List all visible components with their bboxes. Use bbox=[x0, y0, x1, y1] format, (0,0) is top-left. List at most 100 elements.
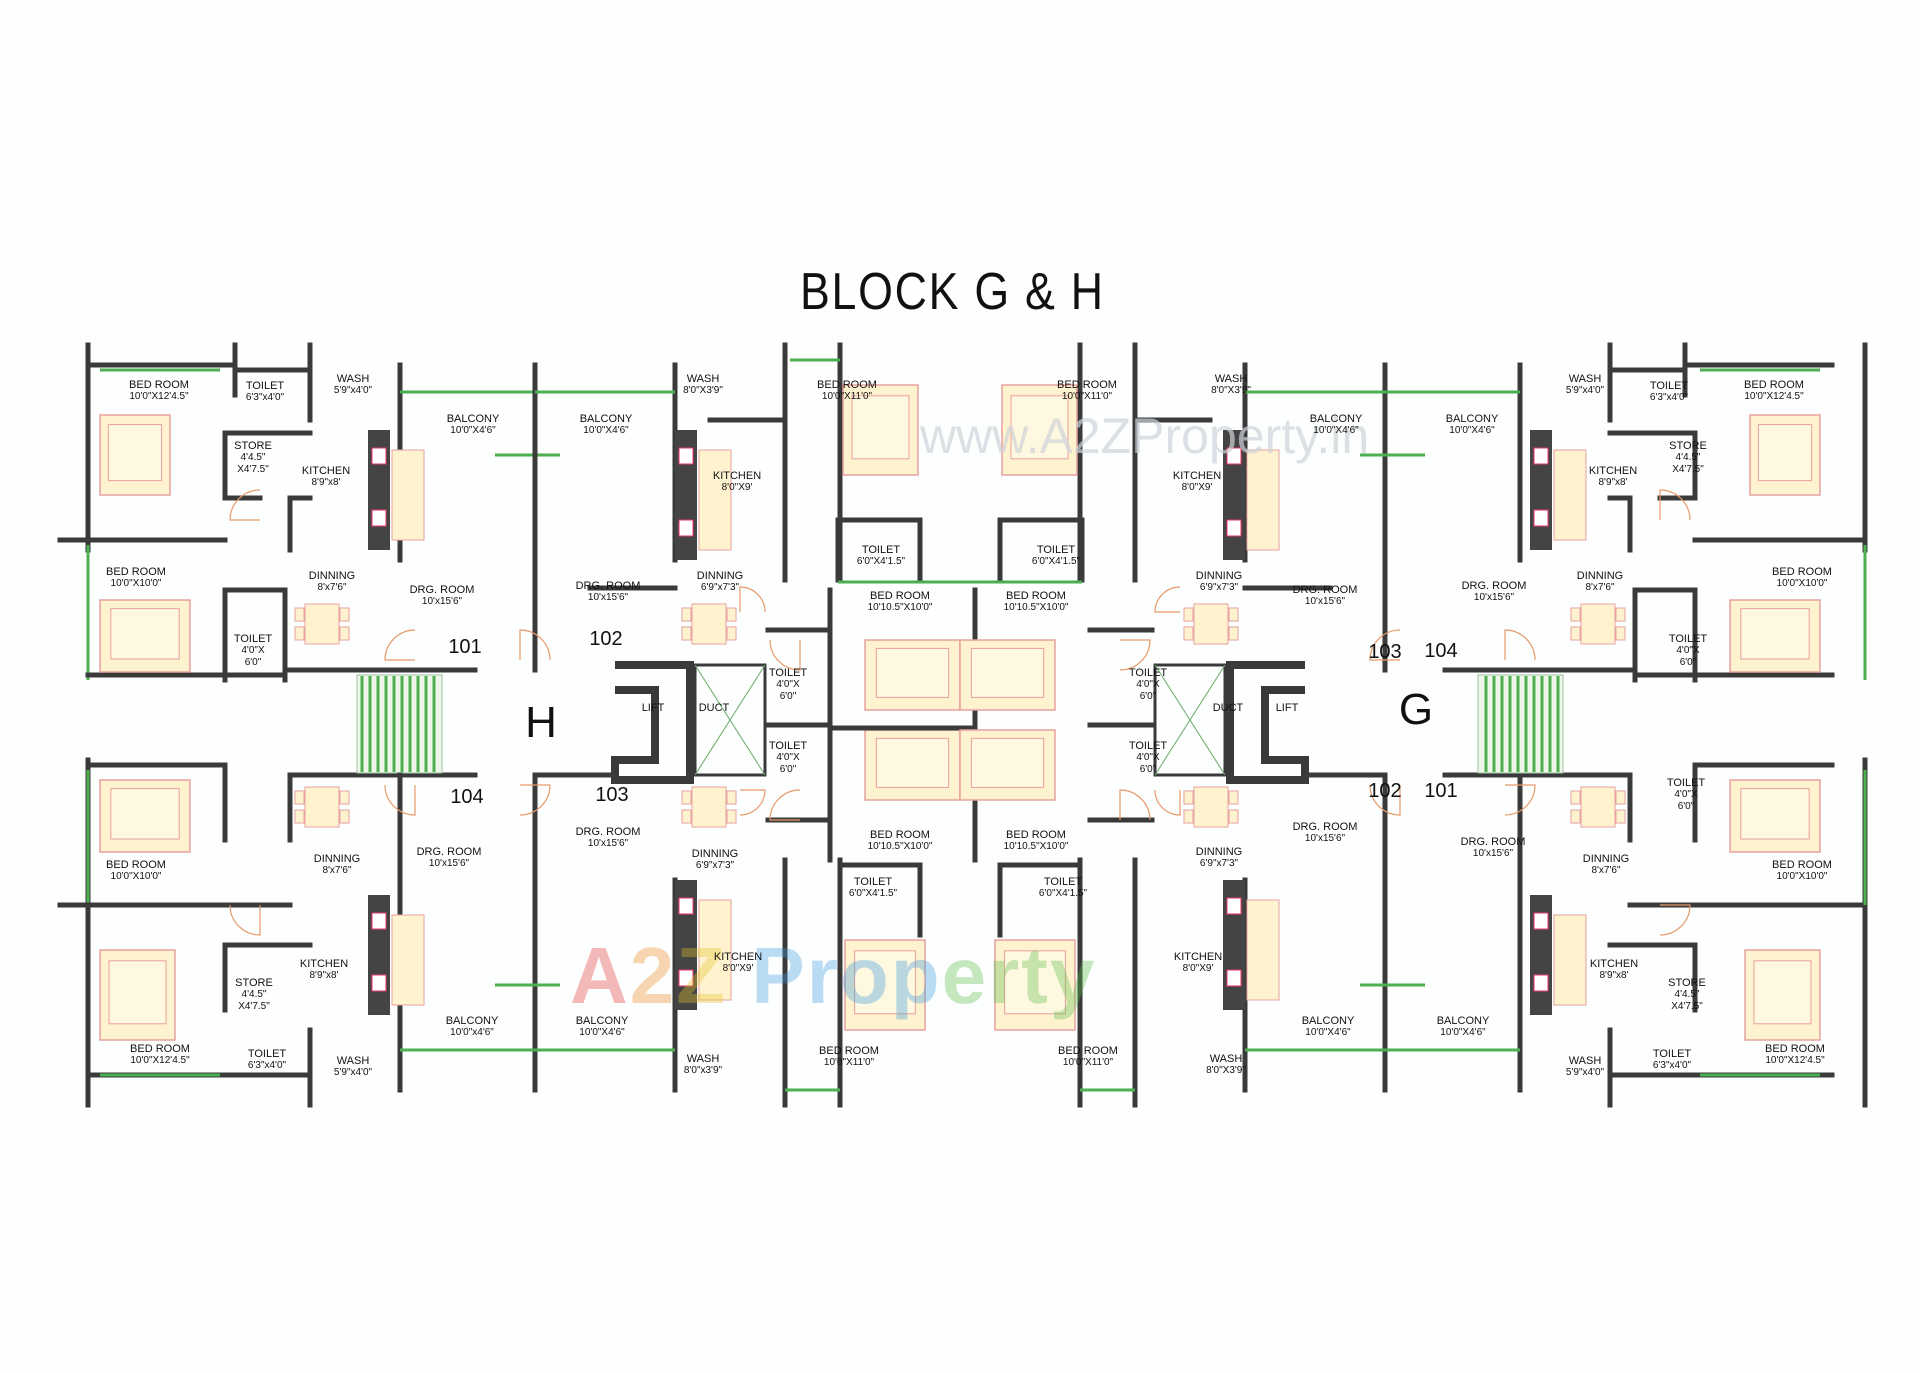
room-name: BED ROOM bbox=[130, 1043, 190, 1055]
room-dimension: 10'0"X11'0" bbox=[1061, 391, 1113, 402]
door-swing bbox=[1119, 789, 1151, 821]
room-dimension: 8'9"x8' bbox=[1599, 970, 1629, 981]
lift-label: LIFT bbox=[1275, 702, 1299, 714]
room-dimension: 4'0"X bbox=[1674, 789, 1698, 800]
chair bbox=[1615, 607, 1626, 622]
stove bbox=[1533, 509, 1549, 527]
room-name: STORE bbox=[235, 977, 273, 989]
room-name: DINNING bbox=[696, 570, 744, 582]
room-name: BED ROOM bbox=[1006, 590, 1066, 602]
room-name: WASH bbox=[686, 1053, 720, 1065]
room-name: TOILET bbox=[853, 876, 893, 888]
room-dimension: 6'0"X4'1.5" bbox=[856, 556, 906, 567]
room-dimension: 10'0"X4'6" bbox=[1305, 1027, 1351, 1038]
room-dimension: 10'0"X12'4.5" bbox=[129, 391, 189, 402]
sink bbox=[1226, 897, 1242, 915]
room-dimension: 10'0"x4'6" bbox=[450, 1027, 494, 1038]
door-swing bbox=[1659, 489, 1691, 521]
duct-cross bbox=[1154, 664, 1226, 776]
chair bbox=[1228, 790, 1239, 805]
room-name: TOILET bbox=[861, 544, 901, 556]
door-swing bbox=[384, 629, 416, 661]
room-dimension: 6'0" bbox=[779, 691, 797, 702]
room-name: DRG. ROOM bbox=[575, 826, 641, 838]
room-dimension: 10'x15'6" bbox=[428, 858, 470, 869]
room-name: TOILET bbox=[245, 380, 285, 392]
sink bbox=[678, 447, 694, 465]
stove bbox=[678, 969, 694, 987]
room-name: WASH bbox=[336, 373, 370, 385]
room-dimension: 10'0"X4'6" bbox=[583, 425, 629, 436]
stove bbox=[1226, 969, 1242, 987]
bed-mattress bbox=[875, 647, 950, 698]
kitchen-unit bbox=[391, 449, 425, 541]
room-name: WASH bbox=[1214, 373, 1248, 385]
room-name: BED ROOM bbox=[1765, 1043, 1825, 1055]
room-dimension: 6'3"x4'0" bbox=[1652, 1060, 1692, 1071]
room-name: DRG. ROOM bbox=[416, 846, 482, 858]
room-dimension: 10'0"X11'0" bbox=[823, 1057, 875, 1068]
room-dimension: 4'0"X bbox=[776, 752, 800, 763]
room-dimension: 10'10.5"X10'0" bbox=[1003, 602, 1069, 613]
room-name: TOILET bbox=[1649, 380, 1689, 392]
room-dimension: 10'x15'6" bbox=[587, 838, 629, 849]
chair bbox=[681, 607, 692, 622]
room-name: BALCONY bbox=[1301, 1015, 1355, 1027]
bed-mattress bbox=[1753, 960, 1812, 1025]
room-name: DRG. ROOM bbox=[409, 584, 475, 596]
room-dimension: 4'0"X bbox=[1676, 645, 1700, 656]
room-dimension: 4'4.5" bbox=[240, 452, 266, 463]
chair bbox=[1183, 607, 1194, 622]
duct-cross bbox=[694, 664, 766, 776]
door-swing bbox=[1659, 904, 1691, 936]
room-name: TOILET bbox=[233, 633, 273, 645]
chair bbox=[1615, 790, 1626, 805]
room-dimension: 6'9"x7'3" bbox=[1199, 858, 1239, 869]
room-dimension: 10'0"X4'6" bbox=[1440, 1027, 1486, 1038]
door-swing bbox=[1154, 586, 1181, 613]
room-dimension: 10'0"X4'6" bbox=[450, 425, 496, 436]
room-dimension: 10'x15'6" bbox=[421, 596, 463, 607]
room-name: BED ROOM bbox=[817, 379, 877, 391]
chair bbox=[681, 809, 692, 824]
chair bbox=[1228, 607, 1239, 622]
bed-mattress bbox=[1010, 395, 1069, 460]
room-name: KITCHEN bbox=[1589, 958, 1639, 970]
chair bbox=[1183, 790, 1194, 805]
bed-mattress bbox=[851, 395, 910, 460]
dining-table bbox=[304, 603, 340, 645]
room-dimension: X4'7.5" bbox=[238, 1001, 270, 1012]
room-dimension: 10'x15'6" bbox=[1304, 833, 1346, 844]
room-name: WASH bbox=[686, 373, 720, 385]
room-name: TOILET bbox=[1128, 667, 1168, 679]
room-name: BED ROOM bbox=[819, 1045, 879, 1057]
room-dimension: 8'x7'6" bbox=[1591, 865, 1621, 876]
room-dimension: 8'0"X9' bbox=[721, 482, 753, 493]
room-name: BALCONY bbox=[1309, 413, 1363, 425]
room-dimension: 10'0"X12'4.5" bbox=[1765, 1055, 1825, 1066]
